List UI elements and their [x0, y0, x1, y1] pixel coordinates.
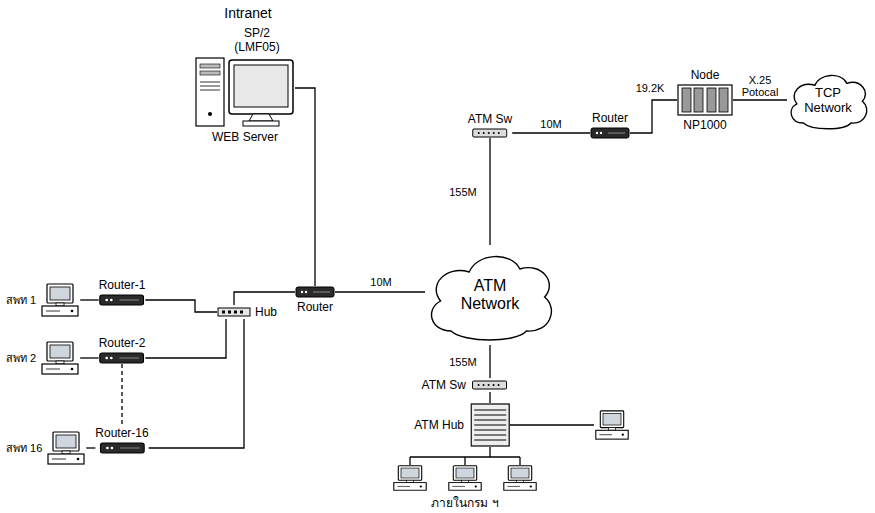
device-label: สพท 1	[6, 293, 36, 307]
np-icon	[677, 84, 733, 116]
np-icon	[678, 85, 732, 115]
network-link	[512, 132, 590, 133]
cloud-outline	[432, 257, 552, 340]
terminal-pc: สพท 2	[6, 341, 80, 375]
hub: Hub	[217, 305, 277, 319]
router: Router	[295, 286, 335, 314]
router-icon	[591, 128, 629, 138]
atmsw-icon	[473, 381, 507, 389]
atmhub-icon	[471, 404, 509, 446]
network-link	[489, 345, 490, 378]
device-label: Router-1	[99, 278, 146, 292]
link-speed-label: 19.2K	[634, 82, 667, 94]
wire	[464, 457, 465, 465]
device-label: ATM Sw	[422, 378, 466, 392]
network-link	[489, 138, 490, 245]
pc-icon	[42, 284, 78, 316]
router-icon	[99, 442, 145, 454]
pc-symbol	[596, 411, 628, 439]
link-speed-label: X.25 Potocal	[735, 74, 785, 98]
pc-icon	[42, 342, 78, 374]
router: Router-16	[95, 426, 148, 454]
network-link	[80, 299, 98, 300]
atm-switch: ATM Sw	[468, 112, 512, 138]
atmhub-icon	[470, 403, 510, 447]
device-label: ATM Sw	[468, 112, 512, 126]
router-icon	[99, 294, 145, 306]
router-icon	[100, 295, 144, 305]
router-icon	[99, 352, 145, 364]
network-cloud: ATM Network	[425, 245, 555, 345]
router-icon	[295, 286, 335, 298]
atmsw-icon	[472, 128, 508, 138]
web-server: SP/2 (LMF05) WEB Server	[195, 26, 295, 144]
network-link	[149, 319, 244, 448]
router-icon	[100, 443, 144, 453]
server-icon	[195, 56, 295, 128]
network-link	[335, 291, 425, 292]
node-device: NodeNP1000	[677, 68, 733, 132]
network-name: ATM Network	[450, 277, 530, 313]
pc-icon	[40, 283, 80, 317]
device-label: Router-2	[99, 336, 146, 350]
atm-switch: ATM Sw	[422, 378, 508, 392]
link-speed-label: 155M	[447, 186, 479, 198]
network-link	[630, 100, 677, 133]
wire	[510, 424, 594, 425]
router-icon	[296, 287, 334, 297]
device-label: Node	[691, 68, 720, 82]
network-link	[489, 392, 490, 403]
device-label: WEB Server	[212, 130, 278, 144]
network-link	[733, 99, 787, 100]
cloud-outline	[791, 75, 867, 128]
pc-icon	[46, 431, 86, 465]
device-label: ATM Hub	[414, 418, 464, 432]
pc-symbol	[504, 466, 536, 490]
link-speed-label: 10M	[368, 276, 393, 288]
hub-icon	[218, 308, 250, 316]
device-label: NP1000	[683, 118, 726, 132]
server-icon	[196, 58, 293, 126]
terminal-pc: สพท 1	[6, 283, 80, 317]
router-icon	[590, 127, 630, 139]
network-link	[121, 364, 122, 426]
device-label: Router	[297, 300, 333, 314]
wire	[519, 457, 520, 465]
router-icon	[100, 353, 144, 363]
network-name: TCP Network	[798, 85, 858, 115]
network-link	[234, 292, 295, 305]
router: Router-2	[99, 336, 146, 364]
pc-symbol	[394, 466, 426, 490]
network-link	[145, 300, 217, 312]
device-label: SP/2 (LMF05)	[231, 26, 283, 54]
device-label: Hub	[255, 305, 277, 319]
terminal-pc: สพท 16	[6, 431, 86, 465]
hub-icon	[217, 307, 251, 317]
router: Router-1	[99, 278, 146, 306]
device-label: สพท 16	[6, 441, 42, 455]
wire	[409, 457, 410, 465]
link-speed-label: 10M	[538, 118, 563, 130]
network-cloud: TCP Network	[787, 68, 869, 132]
diagram-title: Intranet	[222, 6, 273, 20]
device-label: สพท 2	[6, 351, 36, 365]
wire	[489, 447, 490, 457]
atm-hub: ATM Hub	[414, 403, 510, 447]
pc-icon	[40, 341, 80, 375]
pc-symbol	[449, 466, 481, 490]
device-label: Router	[592, 111, 628, 125]
network-link	[295, 88, 315, 286]
network-link	[145, 319, 226, 358]
pc-icon	[48, 432, 84, 464]
atmsw-icon	[473, 129, 507, 137]
device-label: Router-16	[95, 426, 148, 440]
router: Router	[590, 111, 630, 139]
network-link	[86, 447, 95, 448]
area-label: ภายในกรม ฯ	[429, 496, 500, 510]
network-link	[80, 357, 98, 358]
link-speed-label: 155M	[447, 356, 479, 368]
atmsw-icon	[472, 380, 508, 390]
